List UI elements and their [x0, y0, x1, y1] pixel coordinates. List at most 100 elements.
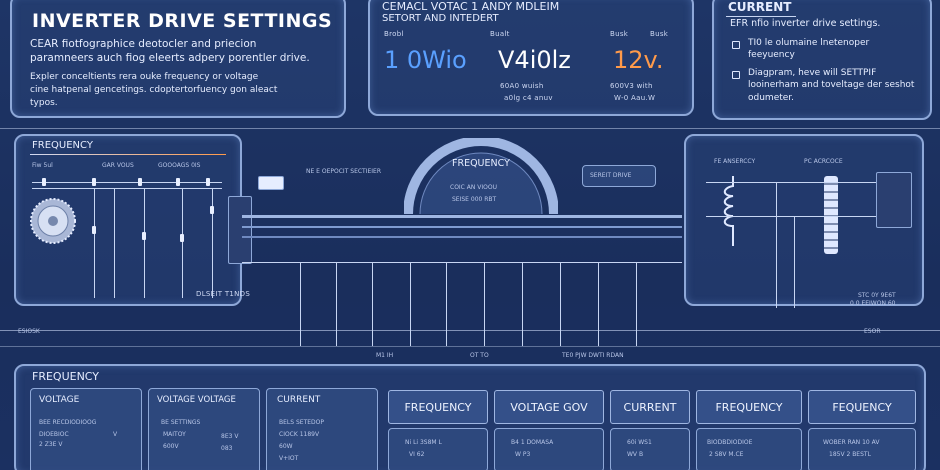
current-card-title: CURRENT: [277, 395, 321, 405]
current-card-line-4: V+IOT: [279, 455, 299, 462]
current-card-line-3: 60W: [279, 443, 293, 450]
value-cell: WOBER RAN 10 AV 185V 2 BESTL: [808, 428, 916, 470]
readout-col1-label: Brobl: [384, 30, 404, 38]
value-cell-a: BIODBDIODIOE: [707, 439, 753, 446]
dial-knob-icon[interactable]: [28, 196, 78, 246]
slider-knob[interactable]: [176, 178, 180, 186]
current-card-line-2: CIOCK 1189V: [279, 431, 320, 438]
slider-knob[interactable]: [142, 232, 146, 240]
bus-bar: [242, 215, 682, 218]
bus-bar: [242, 226, 682, 228]
frequency-label-3: GOOOAGS 0IS: [158, 162, 201, 169]
right-drop: [794, 216, 795, 308]
frequency-panel: FREQUENCY Fiw 5ul GAR VOUS GOOOAGS 0IS D…: [14, 134, 284, 306]
voltage-settings-line-3: 600V: [163, 443, 179, 450]
intro-line-2: paramneers auch fiog eleerts adpery pore…: [30, 52, 310, 64]
tab-frequency[interactable]: FREQUENCY: [388, 390, 488, 424]
tab-frequency-3[interactable]: FEQUENCY: [808, 390, 916, 424]
wire: [484, 262, 485, 346]
gauge-sub-2: SEISE 000 RBT: [452, 196, 497, 203]
slider-knob[interactable]: [206, 178, 210, 186]
wire: [300, 262, 301, 346]
right-label-2: PC ACRCOCE: [804, 158, 843, 165]
control-column: [228, 196, 252, 264]
drop-line: [144, 188, 145, 298]
value-cell-b: VI 62: [409, 451, 425, 458]
wire: [522, 262, 523, 346]
wire: [560, 262, 561, 346]
value-cell-a: WOBER RAN 10 AV: [823, 439, 880, 446]
meter-box: [876, 172, 912, 228]
bottom-title: FREQUENCY: [32, 370, 100, 383]
voltage-settings-line-2: MAITOY: [163, 431, 186, 438]
voltage-settings-value-2: 083: [221, 445, 233, 452]
readout-value-3: 12v.: [613, 46, 664, 74]
right-edge-label: ESOR: [864, 328, 881, 335]
frequency-panel-title: FREQUENCY: [32, 140, 93, 151]
tab-current[interactable]: CURRENT: [610, 390, 690, 424]
tab-voltage[interactable]: VOLTAGE GOV: [494, 390, 604, 424]
tab-frequency-2[interactable]: FREQUENCY: [696, 390, 802, 424]
readout-sub-3a: 600V3 with: [610, 82, 653, 90]
bus-bar: [242, 236, 682, 238]
slider-knob[interactable]: [180, 234, 184, 242]
readout-sub-3b: W-0 Aau.W: [614, 94, 656, 102]
intro-line-5: typos.: [30, 98, 58, 108]
drop-line: [94, 188, 95, 298]
checkbox-icon[interactable]: [732, 41, 740, 49]
voltage-card-title: VOLTAGE: [39, 395, 80, 405]
right-label-1: FE ANSERCCY: [714, 158, 756, 165]
intro-line-3: Expler conceltients rera ouke frequency …: [30, 72, 259, 82]
right-sub-1: STC 0Y 9E6T: [858, 292, 896, 299]
slider-knob[interactable]: [92, 178, 96, 186]
value-cell-b: WV B: [627, 451, 644, 458]
frequency-panel-rule: [30, 154, 226, 155]
inductor-icon: [723, 176, 734, 246]
select-drive-box[interactable]: [582, 165, 656, 187]
frequency-bottom-label: DLSEIT T1NDS: [196, 290, 251, 298]
intro-line-1: CEAR fiotfographice deotocler and prieci…: [30, 38, 257, 50]
current-card-line-1: BELS SETEDOP: [279, 419, 324, 426]
frequency-label-1: Fiw 5ul: [32, 162, 53, 169]
current-title: CURRENT: [728, 0, 792, 14]
right-bus: [706, 216, 902, 217]
voltage-card[interactable]: VOLTAGE BEE RECDIODIOOG DIOEBIOC V 2 Z3E…: [30, 388, 142, 470]
value-cell: BIODBDIODIOE 2 S8V M.CE: [696, 428, 802, 470]
slider-knob[interactable]: [210, 206, 214, 214]
gauge-label: FREQUENCY: [452, 158, 510, 169]
wire: [598, 262, 599, 346]
current-title-rule: [726, 16, 796, 17]
select-drive-label: SEREIT DRIVE: [590, 172, 632, 179]
frequency-label-2: GAR VOUS: [102, 162, 134, 169]
voltage-card-unit: V: [113, 431, 118, 438]
value-cell-b: 2 S8V M.CE: [709, 451, 744, 458]
checkbox-icon[interactable]: [732, 71, 740, 79]
voltage-card-line-3: 2 Z3E V: [39, 441, 63, 448]
slider-track: [32, 188, 222, 189]
wire: [410, 262, 411, 346]
slider-knob[interactable]: [92, 226, 96, 234]
readout-panel: CEMACL VOTAC 1 ANDY MDLEIM SETORT AND IN…: [368, 0, 694, 116]
current-item-2b: looinerham and toveltage der seshot: [748, 80, 915, 90]
current-card[interactable]: CURRENT BELS SETEDOP CIOCK 1189V 60W V+I…: [266, 388, 378, 470]
readout-sub-2b: a0lg c4 anuv: [504, 94, 553, 102]
readout-value-1: 1 0Wio: [384, 46, 467, 74]
readout-col3b-label: Busk: [650, 30, 669, 38]
voltage-card-line-1: BEE RECDIODIOOG: [39, 419, 97, 426]
drop-line: [212, 188, 213, 298]
slider-knob[interactable]: [138, 178, 142, 186]
right-drop: [776, 182, 777, 308]
readout-title-1: CEMACL VOTAC 1 ANDY MDLEIM: [382, 0, 560, 13]
slider-knob[interactable]: [42, 178, 46, 186]
rail-top: [0, 128, 940, 129]
readout-title-2: SETORT AND INTEDERT: [382, 13, 499, 24]
gauge-sub-1: COIC AN VIOOU: [450, 184, 497, 191]
value-cell-a: B4 1 DOMASA: [511, 439, 554, 446]
current-item-2a: Diagpram, heve will SETTPIF: [748, 68, 877, 78]
wire: [336, 262, 337, 346]
wire: [446, 262, 447, 346]
voltage-card-line-2: DIOEBIOC: [39, 431, 69, 438]
wire: [372, 262, 373, 346]
voltage-settings-card[interactable]: VOLTAGE VOLTAGE BE SETTINGS MAITOY 8E3 V…: [148, 388, 260, 470]
value-cell-a: Ni Li 3S8M L: [405, 439, 442, 446]
